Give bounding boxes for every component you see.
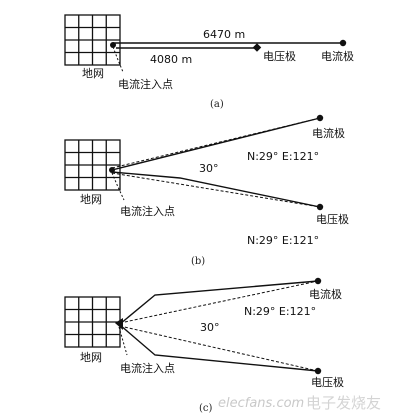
- distance-current-label: 6470 m: [203, 28, 245, 41]
- ground-grid-label-b: 地网: [80, 193, 102, 206]
- panel-a: 6470 m 4080 m 电压极 电流极 地网 电流注入点 (a): [64, 14, 354, 110]
- injection-label-c: 电流注入点: [120, 361, 175, 375]
- injection-label-b: 电流注入点: [120, 204, 175, 218]
- coords-upper-b: N:29° E:121°: [247, 150, 319, 163]
- current-electrode-c: [314, 277, 322, 285]
- angle-label-b: 30°: [199, 162, 219, 175]
- watermark: elecfans.com 电子发烧友: [218, 394, 381, 412]
- voltage-electrode-b: [316, 203, 324, 211]
- current-electrode-label-c: 电流极: [309, 287, 342, 301]
- ground-grid-label-a: 地网: [82, 67, 104, 80]
- watermark-site: elecfans.com: [218, 396, 304, 411]
- voltage-electrode-label-b: 电压极: [316, 212, 349, 226]
- coords-lower-b: N:29° E:121°: [247, 234, 319, 247]
- ground-grid-c: [64, 296, 121, 348]
- ground-grid-label-c: 地网: [80, 351, 102, 364]
- current-electrode-label-a: 电流极: [321, 49, 354, 63]
- watermark-brand: 电子发烧友: [306, 394, 381, 412]
- ground-grid-b: [64, 139, 121, 191]
- caption-c: (c): [199, 403, 213, 414]
- voltage-electrode-a: [252, 43, 262, 52]
- injection-pointer-a: [112, 46, 124, 73]
- panel-b: 电流极 电压极 30° N:29° E:121° N:29° E:121° 地网…: [64, 114, 349, 267]
- voltage-electrode-label-c: 电压极: [311, 375, 344, 389]
- dashed-ref-lower-c: [119, 325, 319, 372]
- voltage-electrode-c: [314, 367, 322, 375]
- current-lead-c: [119, 280, 319, 325]
- caption-a: (a): [210, 99, 224, 110]
- dashed-ref-upper-b: [111, 117, 321, 169]
- caption-b: (b): [191, 256, 205, 267]
- voltage-electrode-label-a: 电压极: [263, 49, 296, 63]
- injection-pointer-c: [118, 326, 128, 356]
- current-electrode-label-b: 电流极: [312, 126, 345, 140]
- distance-voltage-label: 4080 m: [150, 53, 192, 66]
- voltage-lead-b: [111, 171, 321, 208]
- dashed-ref-lower-b: [111, 172, 321, 208]
- voltage-lead-c: [119, 324, 319, 372]
- current-lead-b: [111, 117, 321, 171]
- injection-label-a: 电流注入点: [118, 77, 173, 91]
- angle-label-c: 30°: [200, 321, 220, 334]
- dashed-ref-upper-c: [119, 280, 319, 324]
- panel-c: 电流极 电压极 30° N:29° E:121° 地网 电流注入点 (c): [64, 277, 344, 414]
- ground-grid-a: [64, 14, 121, 66]
- injection-point-c: [115, 318, 123, 330]
- injection-pointer-b: [111, 172, 125, 201]
- coords-c: N:29° E:121°: [244, 305, 316, 318]
- current-electrode-a: [339, 39, 347, 47]
- current-electrode-b: [316, 114, 324, 122]
